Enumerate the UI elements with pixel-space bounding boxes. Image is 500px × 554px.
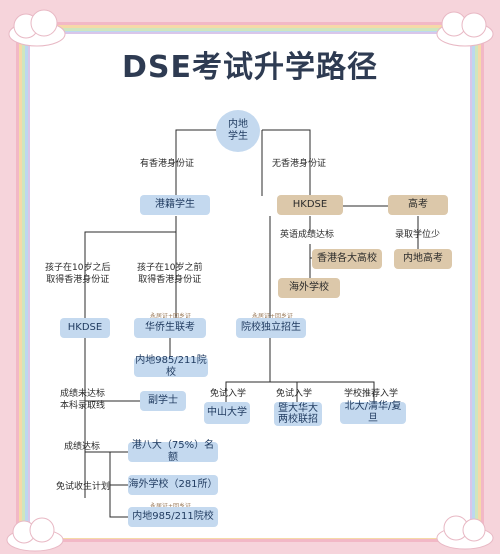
root-mainland-student: 内地 学生 — [216, 110, 260, 152]
node-associate-degree: 副学士 — [140, 391, 186, 411]
label-after-10: 孩子在10岁之后 取得香港身份证 — [45, 263, 111, 285]
label-english-pass: 英语成绩达标 — [280, 230, 335, 240]
label-exempt-plan: 免试收生计划 — [56, 482, 111, 492]
label-fail: 成绩未达标 本科录取线 — [60, 389, 106, 411]
tag-residence-permit-1: 永居证+回乡证 — [150, 313, 192, 320]
label-exempt-entry-1: 免试入学 — [210, 389, 247, 399]
label-before-10: 孩子在10岁之前 取得香港身份证 — [137, 263, 203, 285]
node-independent-admission: 院校独立招生 — [236, 318, 306, 338]
branch-label-no-id: 无香港身份证 — [272, 159, 327, 169]
node-overseas-281: 海外学校（281所） — [128, 475, 218, 495]
node-hkdse-right: HKDSE — [277, 195, 343, 215]
node-gaokao: 高考 — [388, 195, 448, 215]
cloud-icon-top-left — [8, 9, 66, 47]
node-overseas-chinese-exam: 华侨生联考 — [134, 318, 206, 338]
tag-residence-permit-2: 永居证+回乡证 — [252, 313, 294, 320]
node-mainland-985-211: 内地985/211院校 — [134, 355, 208, 378]
branch-label-has-id: 有香港身份证 — [140, 159, 195, 169]
node-overseas-school: 海外学校 — [278, 278, 340, 298]
node-mainland-985-211-b: 内地985/211院校 — [128, 507, 218, 527]
page-title: DSE考试升学路径 — [121, 50, 378, 85]
tag-residence-permit-3: 永居证+回乡证 — [150, 501, 191, 510]
node-hk-student: 港籍学生 — [140, 195, 210, 215]
node-hk-universities: 香港各大高校 — [312, 249, 382, 269]
cloud-icon-bottom-right — [436, 515, 494, 550]
node-hkdse-left: HKDSE — [60, 318, 110, 338]
node-jinan-huaqiao: 暨大华大 两校联招 — [274, 402, 322, 426]
label-admission-low: 录取学位少 — [395, 230, 441, 240]
node-pku-thu-fudan: 北大/清华/复旦 — [340, 401, 406, 424]
node-sysu: 中山大学 — [204, 402, 250, 424]
label-pass: 成绩达标 — [64, 442, 101, 452]
cloud-icon-bottom-left — [6, 517, 64, 552]
label-exempt-entry-2: 免试入学 — [276, 389, 313, 399]
node-mainland-gaokao: 内地高考 — [394, 249, 452, 269]
node-hk-big8: 港八大（75%）名额 — [128, 440, 218, 463]
label-school-recommend: 学校推荐入学 — [344, 389, 399, 399]
cloud-icon-top-right — [436, 11, 494, 47]
